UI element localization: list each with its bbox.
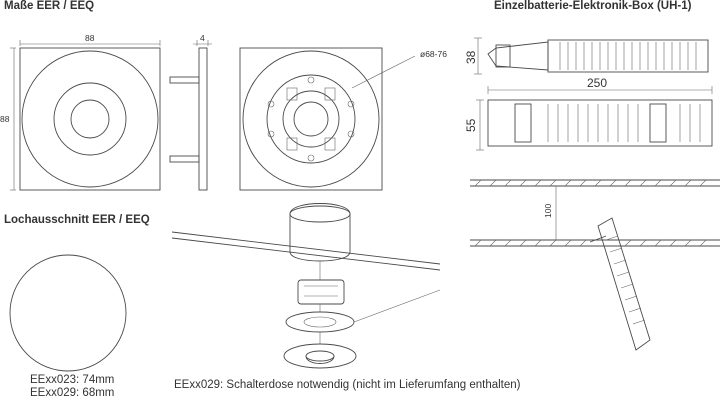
width-88-label: 88 <box>85 33 95 43</box>
box-height-55-label: 55 <box>464 118 478 132</box>
front-view <box>10 40 161 191</box>
cutout-view <box>9 254 127 372</box>
installation-note: EExx029: Schalterdose notwendig (nicht i… <box>174 379 521 391</box>
battery-box-top <box>474 37 709 75</box>
depth-4-label: 4 <box>200 33 205 43</box>
diameter-label: ø68-76 <box>420 49 447 59</box>
box-length-250-label: 250 <box>587 76 608 90</box>
rear-view <box>239 47 416 191</box>
box-height-38-label: 38 <box>464 50 478 64</box>
cutout-size-eexx029: EExx029: 68mm <box>30 387 115 399</box>
battery-box-heading: Einzelbatterie-Elektronik-Box (UH-1) <box>494 0 692 12</box>
ceiling-100-label: 100 <box>543 203 553 218</box>
height-88-label: 88 <box>0 114 10 124</box>
battery-box-side <box>476 86 713 151</box>
exploded-installation <box>171 203 441 369</box>
cutout-heading: Lochausschnitt EER / EEQ <box>4 214 150 226</box>
ceiling-installation <box>470 179 720 351</box>
side-view <box>169 40 212 191</box>
cutout-size-eexx023: EExx023: 74mm <box>30 374 115 386</box>
dimensions-heading: Maße EER / EEQ <box>4 0 95 12</box>
